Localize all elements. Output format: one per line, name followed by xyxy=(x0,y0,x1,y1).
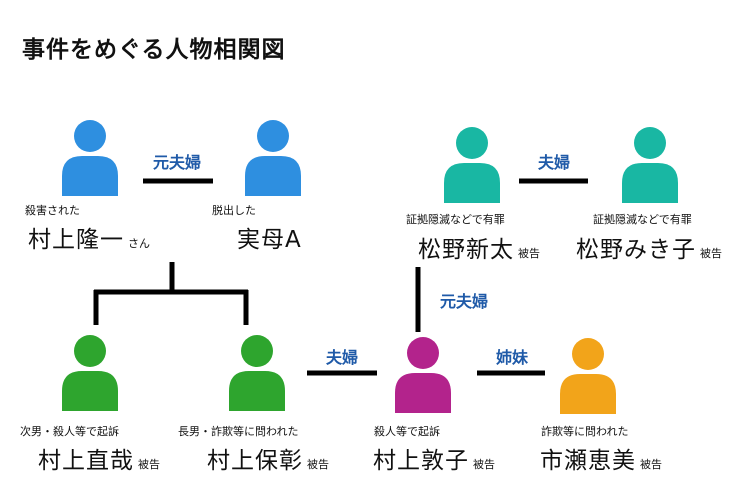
person-head xyxy=(74,335,106,367)
name-text: 村上敦子 xyxy=(373,448,469,474)
person-icon xyxy=(444,127,500,203)
name-emi: 市瀬恵美被告 xyxy=(540,441,662,475)
name-mikiko: 松野みき子被告 xyxy=(576,230,722,264)
name-suffix: 被告 xyxy=(307,458,329,471)
name-text: 松野みき子 xyxy=(576,237,696,263)
person-yasuaki xyxy=(227,333,287,415)
person-icon xyxy=(62,120,118,196)
desc-atsuko: 殺人等で起訴 xyxy=(374,425,440,438)
label-former-couple-1: 元夫婦 xyxy=(152,153,202,172)
person-body xyxy=(444,163,500,203)
desc-yasuaki: 長男・詐欺等に問われた xyxy=(178,425,299,438)
person-icon xyxy=(245,120,301,196)
person-icon xyxy=(229,335,285,411)
diagram-title: 事件をめぐる人物相関図 xyxy=(22,37,286,63)
person-takaichi xyxy=(60,118,120,200)
desc-shinta: 証拠隠滅などで有罪 xyxy=(406,213,505,226)
person-body xyxy=(560,374,616,414)
person-icon xyxy=(62,335,118,411)
name-text: 村上保彰 xyxy=(207,448,303,474)
person-body xyxy=(229,371,285,411)
person-head xyxy=(74,120,106,152)
name-mother: 実母A xyxy=(237,220,302,254)
person-head xyxy=(257,120,289,152)
desc-naoya: 次男・殺人等で起訴 xyxy=(20,425,119,438)
person-emi xyxy=(558,336,618,418)
person-head xyxy=(634,127,666,159)
label-sisters: 姉妹 xyxy=(495,348,529,367)
name-text: 松野新太 xyxy=(418,237,514,263)
desc-mikiko: 証拠隠滅などで有罪 xyxy=(593,213,692,226)
name-suffix: 被告 xyxy=(138,458,160,471)
person-body xyxy=(622,163,678,203)
person-head xyxy=(407,337,439,369)
person-head xyxy=(456,127,488,159)
person-shinta xyxy=(442,125,502,207)
person-head xyxy=(572,338,604,370)
name-suffix: 被告 xyxy=(640,458,662,471)
person-mother xyxy=(243,118,303,200)
person-body xyxy=(245,156,301,196)
person-body xyxy=(62,371,118,411)
name-text: 村上隆一 xyxy=(28,227,124,253)
name-suffix: 被告 xyxy=(700,247,722,260)
name-suffix: 被告 xyxy=(473,458,495,471)
person-head xyxy=(241,335,273,367)
name-shinta: 松野新太被告 xyxy=(418,230,540,264)
person-naoya xyxy=(60,333,120,415)
name-yasuaki: 村上保彰被告 xyxy=(207,441,329,475)
name-takaichi: 村上隆一さん xyxy=(28,220,150,254)
person-icon xyxy=(395,337,451,413)
name-text: 市瀬恵美 xyxy=(540,448,636,474)
person-body xyxy=(395,373,451,413)
person-atsuko xyxy=(393,335,453,417)
label-former-couple-2: 元夫婦 xyxy=(439,292,489,311)
person-body xyxy=(62,156,118,196)
person-mikiko xyxy=(620,125,680,207)
name-atsuko: 村上敦子被告 xyxy=(373,441,495,475)
person-icon xyxy=(622,127,678,203)
name-text: 村上直哉 xyxy=(38,448,134,474)
desc-takaichi: 殺害された xyxy=(25,204,80,217)
person-icon xyxy=(560,338,616,414)
name-naoya: 村上直哉被告 xyxy=(38,441,160,475)
desc-emi: 詐欺等に問われた xyxy=(541,425,629,438)
label-couple-1: 夫婦 xyxy=(537,153,571,172)
name-text: 実母A xyxy=(237,227,302,253)
label-couple-2: 夫婦 xyxy=(325,348,359,367)
name-suffix: さん xyxy=(128,237,150,250)
desc-mother: 脱出した xyxy=(212,204,256,217)
name-suffix: 被告 xyxy=(518,247,540,260)
